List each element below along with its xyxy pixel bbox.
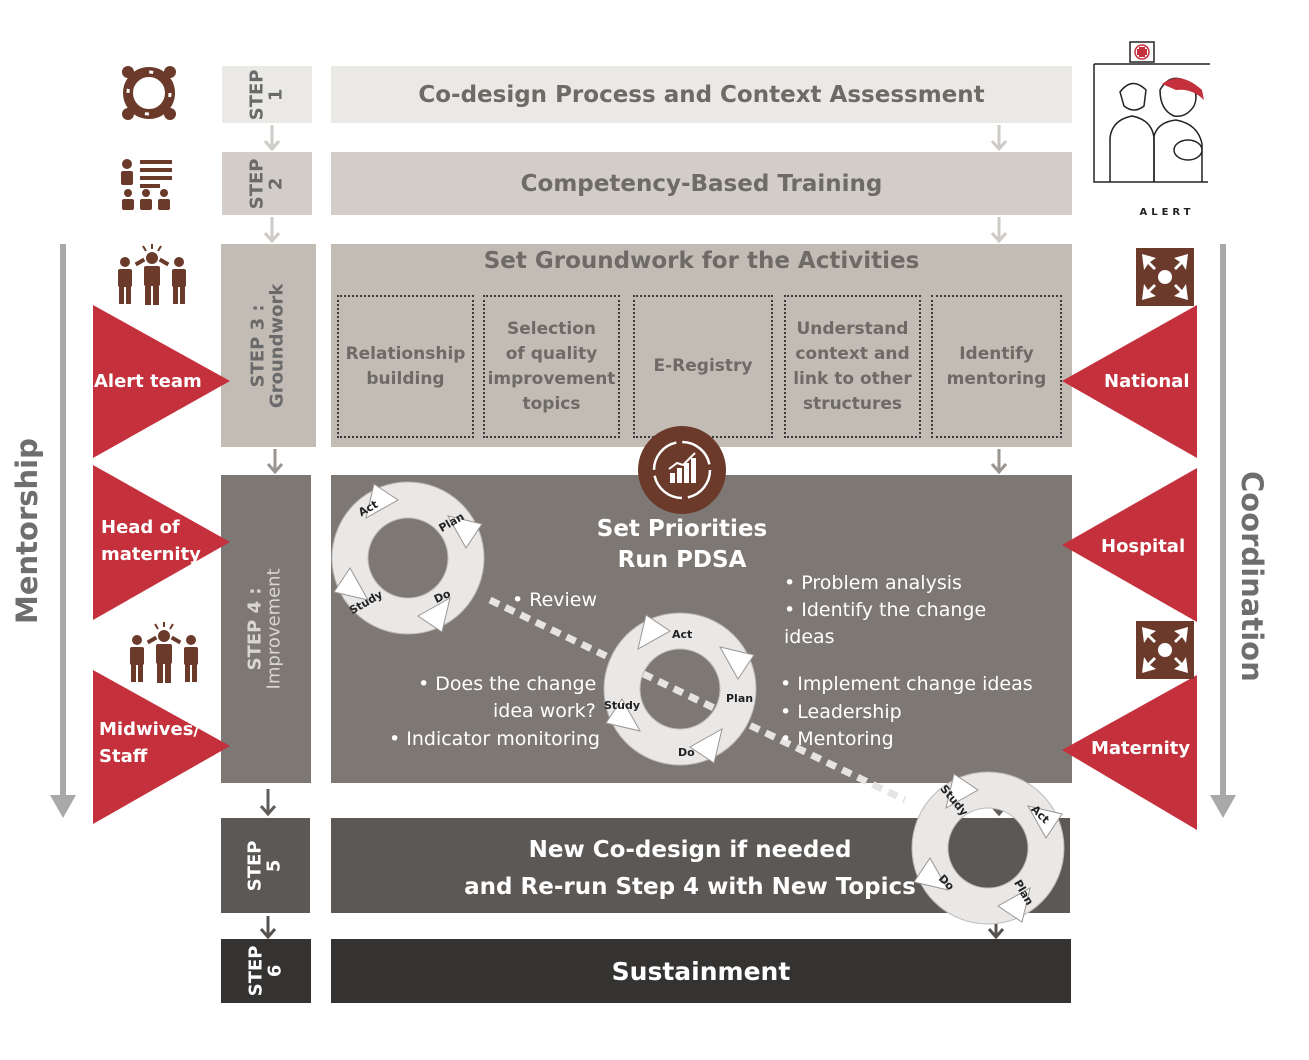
left-triangle-head-of-maternity xyxy=(93,465,230,620)
converge-arrows-icon-2 xyxy=(1136,621,1194,679)
bullet-review: • Review xyxy=(512,589,598,611)
bullet-idea-work: idea work? xyxy=(493,700,596,722)
right-label-maternity: Maternity xyxy=(1091,738,1191,759)
left-label-midwives-staff: Midwives/Staff xyxy=(99,719,200,767)
step3-title: Set Groundwork for the Activities xyxy=(483,248,920,274)
team-leader-icon-2 xyxy=(130,622,198,683)
right-triangle-hospital xyxy=(1062,468,1197,622)
step6-title: Sustainment xyxy=(331,939,1071,1003)
bullet-implement-change: • Implement change ideas xyxy=(780,673,1033,695)
pdsa2-study: Study xyxy=(604,699,641,712)
left-triangle-alert-team xyxy=(93,305,230,458)
bullet-mentoring: • Mentoring xyxy=(780,728,894,750)
right-label-hospital: Hospital xyxy=(1101,536,1186,557)
bullet-leadership: • Leadership xyxy=(780,701,902,723)
bullet-ideas: ideas xyxy=(784,626,835,648)
bullet-indicator-monitoring: • Indicator monitoring xyxy=(389,728,600,750)
step4-label: STEP 4 :Improvement xyxy=(221,475,311,783)
alert-logo: ALERT xyxy=(1088,32,1246,220)
step2-title: Competency-Based Training xyxy=(331,152,1072,215)
bullet-identify-change: • Identify the change xyxy=(784,599,987,621)
bullet-problem-analysis: • Problem analysis xyxy=(784,572,962,594)
left-label-alert-team: Alert team xyxy=(94,371,202,392)
pdsa2-do: Do xyxy=(678,746,695,759)
pdsa-chart-cycle-icon xyxy=(638,426,726,514)
alert-logo-text: ALERT xyxy=(1139,207,1195,218)
converge-arrows-icon xyxy=(1136,248,1194,306)
left-triangle-midwives xyxy=(93,670,230,824)
right-triangle-national xyxy=(1062,305,1197,458)
pdsa-cycle-3 xyxy=(912,772,1064,924)
midwife-logo-icon xyxy=(1093,41,1210,183)
step1-title: Co-design Process and Context Assessment xyxy=(331,66,1072,123)
team-leader-icon xyxy=(118,244,186,305)
right-triangle-maternity xyxy=(1062,675,1197,830)
step3-label: STEP 3 :Groundwork xyxy=(221,244,316,447)
pdsa2-plan: Plan xyxy=(726,692,754,705)
right-label-national: National xyxy=(1104,371,1190,392)
step3-panel xyxy=(331,244,1072,447)
pdsa2-act: Act xyxy=(672,628,693,641)
bullet-does-change: • Does the change xyxy=(418,673,597,695)
training-presentation-icon xyxy=(121,159,172,210)
collaboration-circle-icon xyxy=(122,66,176,120)
